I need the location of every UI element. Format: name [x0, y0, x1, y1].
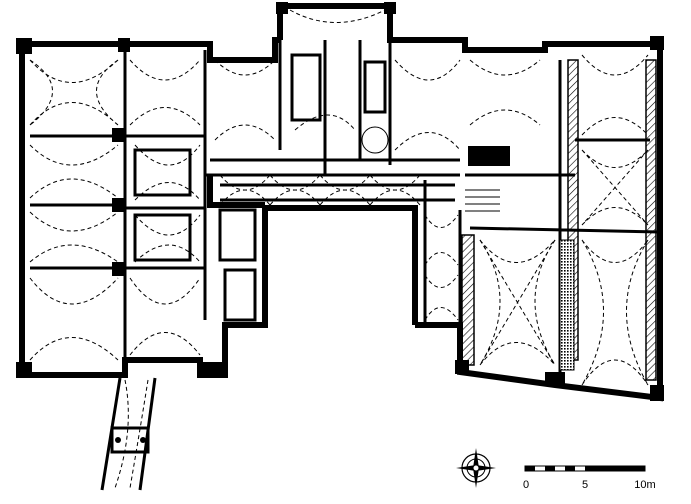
entrance-bridge [100, 377, 157, 491]
scale-label-5: 5 [582, 479, 588, 491]
scale-bar: 0 5 10m [523, 465, 656, 491]
scale-label-10m: 10m [634, 479, 655, 491]
north-central-block [205, 2, 660, 177]
west-wing [16, 37, 280, 378]
compass-rose-icon [456, 448, 496, 488]
east-wing [415, 36, 664, 402]
scale-label-0: 0 [523, 479, 529, 491]
central-corridor [207, 174, 455, 325]
